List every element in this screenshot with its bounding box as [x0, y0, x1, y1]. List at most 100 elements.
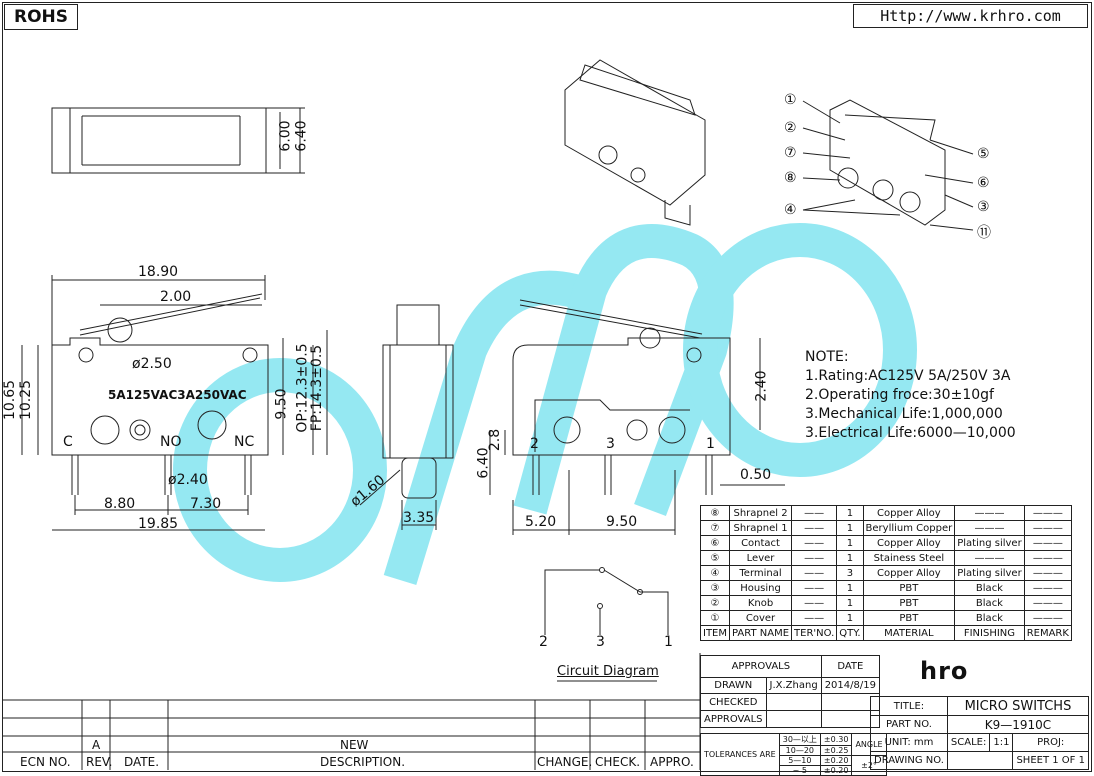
bom-cell-qty: 1 — [836, 610, 864, 626]
bom-cell-mat: Beryllium Copper — [862, 520, 956, 536]
dim-width-top: 18.90 — [138, 264, 179, 280]
notes-block: NOTE: 1.Rating:AC125V 5A/250V 3A 2.Opera… — [805, 348, 1016, 443]
dim-height-total: 10.65 — [2, 379, 19, 421]
ecn-header: ECN NO. — [20, 755, 71, 769]
circuit-diagram-title: Circuit Diagram — [557, 664, 659, 679]
body-marking: 5A125VAC3A250VAC — [108, 388, 247, 402]
bom-cell-ter: —— — [791, 505, 838, 521]
dim-hole-dia: ø2.50 — [132, 356, 172, 372]
rohs-label: ROHS — [4, 4, 78, 30]
title-value: MICRO SWITCHS — [946, 696, 1089, 716]
exploded-label-1: ① — [784, 92, 797, 108]
bom-cell-mat: PBT — [862, 580, 956, 596]
bom-cell-fin: ——— — [954, 520, 1025, 536]
bom-cell-name: Contact — [729, 535, 793, 551]
check-header: CHECK. — [595, 755, 641, 769]
part-no-value: K9—1910C — [946, 715, 1089, 734]
dim-lever-offset: 2.00 — [160, 289, 192, 305]
bom-cell-item: ⑧ — [699, 505, 731, 521]
exploded-label-5: ⑤ — [977, 146, 990, 162]
note-line: 3.Mechanical Life:1,000,000 — [805, 406, 1003, 422]
dim-top-600: 6.00 — [277, 120, 294, 152]
proj-label: PROJ: — [1012, 733, 1089, 752]
exploded-label-3: ③ — [977, 199, 990, 215]
bom-header: QTY. — [836, 625, 864, 641]
bom-cell-name: Shrapnel 1 — [729, 520, 793, 536]
tol-range: 5—10 — [778, 755, 821, 766]
terminal-no-label: NO — [160, 434, 182, 450]
bom-cell-fin: ——— — [954, 550, 1025, 566]
dim-back-28: 2.8 — [487, 428, 504, 452]
title-label: TITLE: — [870, 696, 948, 716]
dim-side-640: 6.40 — [475, 447, 492, 479]
appro-header: APPRO. — [650, 755, 694, 769]
bom-cell-mat: Copper Alloy — [862, 505, 956, 521]
bom-cell-rem: ——— — [1023, 565, 1072, 581]
tol-value: ±0.20 — [819, 765, 853, 776]
bom-header: FINISHING — [954, 625, 1025, 641]
exploded-label-2: ② — [784, 120, 797, 136]
note-line: 1.Rating:AC125V 5A/250V 3A — [805, 368, 1011, 384]
terminal-nc-label: NC — [234, 434, 255, 450]
bom-header: ITEM — [699, 625, 731, 641]
bom-cell-fin: ——— — [954, 505, 1025, 521]
drawn-by: J.X.Zhang — [765, 677, 822, 694]
bom-cell-name: Terminal — [729, 565, 793, 581]
exploded-label-8: ⑧ — [784, 170, 797, 186]
tol-range: ~ 5 — [778, 765, 821, 776]
title-table: TITLE:MICRO SWITCHS PART NO.K9—1910C UNI… — [870, 696, 1089, 770]
rev-header: REV. — [86, 755, 113, 769]
rev-new: NEW — [340, 738, 369, 752]
bom-cell-mat: Stainess Steel — [862, 550, 956, 566]
note-line: 3.Electrical Life:6000—10,000 — [805, 425, 1016, 441]
dim-small-hole: ø2.40 — [168, 472, 208, 488]
bom-header: MATERIAL — [862, 625, 956, 641]
bom-cell-ter: —— — [791, 580, 838, 596]
bom-cell-rem: ——— — [1023, 595, 1072, 611]
bom-cell-rem: ——— — [1023, 505, 1072, 521]
rev-a: A — [92, 738, 101, 752]
dim-back-520: 5.20 — [525, 514, 557, 530]
approvals-header: APPROVALS — [700, 655, 822, 678]
tol-value: ±0.25 — [819, 745, 853, 756]
tolerances-label: TOLERANCES ARE — [700, 733, 780, 776]
tol-value: ±0.20 — [819, 755, 853, 766]
circuit-pin-2: 2 — [539, 634, 548, 650]
bom-cell-rem: ——— — [1023, 520, 1072, 536]
bom-cell-item: ④ — [699, 565, 731, 581]
note-line: 2.Operating froce:30±10gf — [805, 387, 994, 403]
bom-cell-qty: 3 — [836, 565, 864, 581]
bom-cell-ter: —— — [791, 520, 838, 536]
exploded-label-6: ⑥ — [977, 175, 990, 191]
checked-label: CHECKED — [700, 693, 767, 711]
bom-cell-rem: ——— — [1023, 535, 1072, 551]
bom-cell-rem: ——— — [1023, 550, 1072, 566]
unit-label: UNIT: mm — [870, 733, 948, 752]
bom-cell-rem: ——— — [1023, 610, 1072, 626]
back-pin-1: 1 — [706, 436, 715, 452]
dim-top-640: 6.40 — [293, 120, 310, 152]
hro-logo: hro — [920, 657, 968, 685]
bom-cell-qty: 1 — [836, 595, 864, 611]
bom-cell-name: Housing — [729, 580, 793, 596]
description-header: DESCRIPTION. — [320, 755, 406, 769]
bom-cell-fin: Plating silver — [954, 535, 1025, 551]
dim-back-950: 9.50 — [606, 514, 638, 530]
bom-cell-rem: ——— — [1023, 580, 1072, 596]
dim-height-body: 10.25 — [18, 379, 35, 421]
bom-cell-fin: Black — [954, 580, 1025, 596]
dim-back-240: 2.40 — [753, 370, 770, 402]
bom-cell-ter: —— — [791, 550, 838, 566]
website-url[interactable]: Http://www.krhro.com — [853, 4, 1088, 28]
bom-cell-qty: 1 — [836, 505, 864, 521]
scale-label: SCALE: — [946, 733, 991, 752]
tol-value: ±0.30 — [819, 733, 853, 746]
